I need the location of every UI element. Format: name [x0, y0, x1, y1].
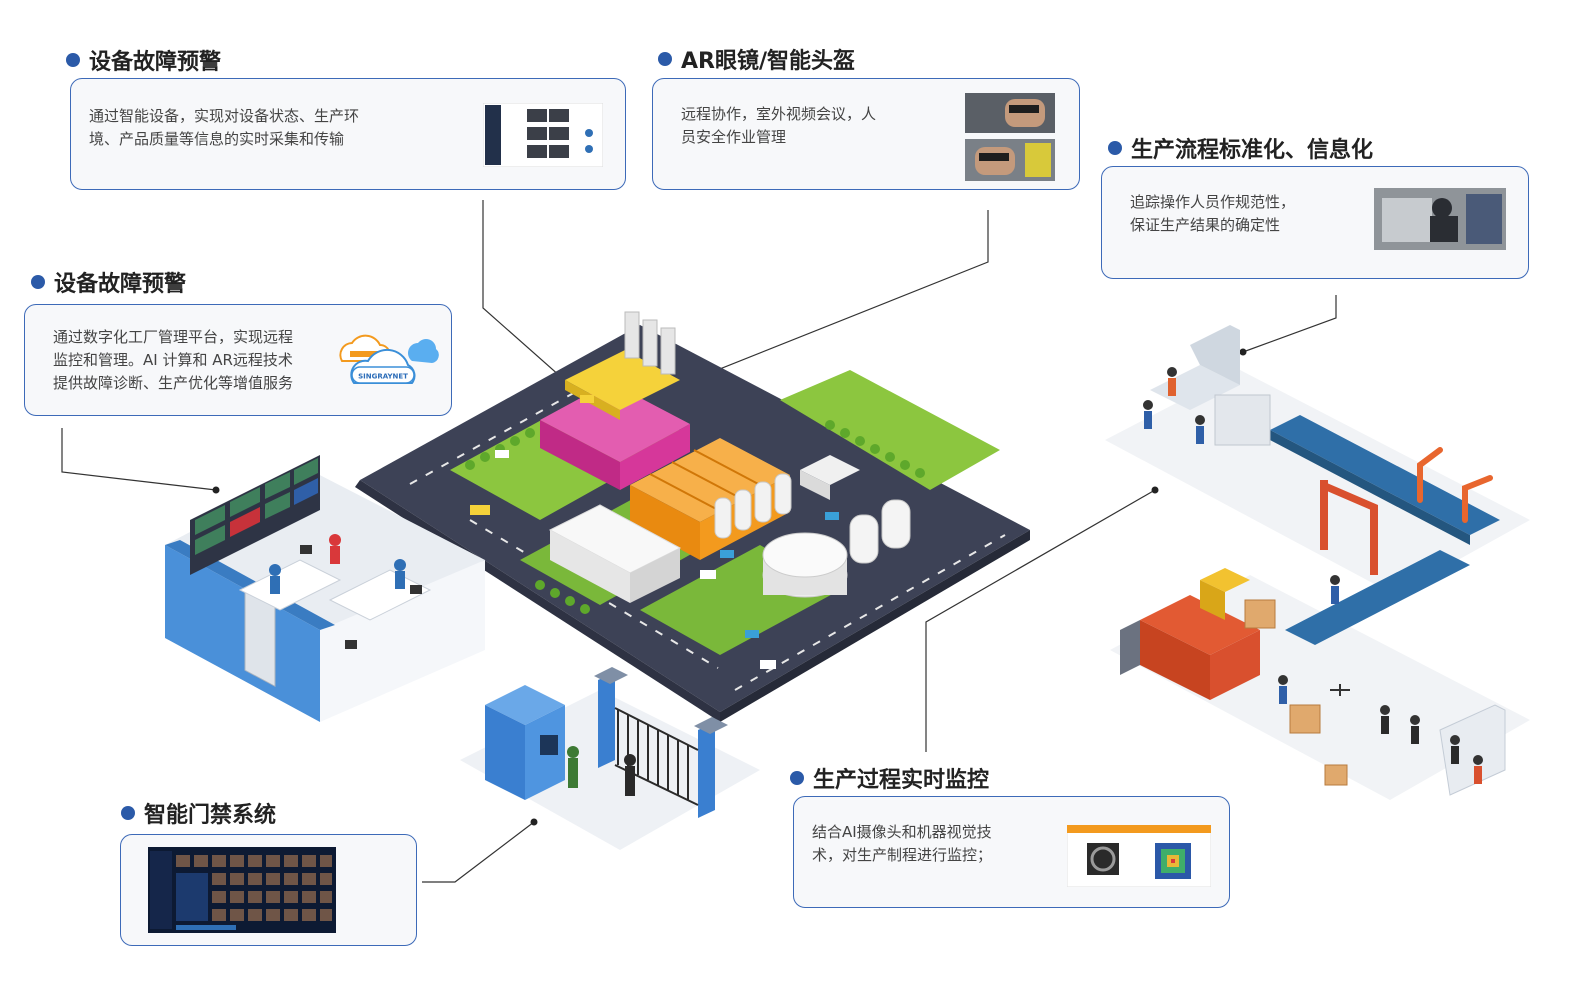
- machine-vision-screenshot: [1067, 825, 1211, 887]
- standardization-title: 生产流程标准化、信息化: [1108, 132, 1373, 164]
- fault-warning-top-card: 通过智能设备，实现对设备状态、生产环 境、产品质量等信息的实时采集和传输: [70, 78, 626, 190]
- fault-warning-left-card: 通过数字化工厂管理平台，实现远程 监控和管理。AI 计算和 AR远程技术 提供故…: [24, 304, 452, 416]
- cloud-icon: SINGRAYNET: [339, 334, 439, 384]
- fault-warning-left-desc: 通过数字化工厂管理平台，实现远程 监控和管理。AI 计算和 AR远程技术 提供故…: [53, 328, 294, 392]
- access-control-title: 智能门禁系统: [121, 797, 276, 829]
- face-recognition-screenshot: [148, 847, 336, 933]
- bullet-dot: [121, 806, 135, 820]
- bullet-dot: [31, 275, 45, 289]
- bullet-dot: [658, 52, 672, 66]
- process-monitor-card: 结合AI摄像头和机器视觉技 术，对生产制程进行监控；: [793, 796, 1230, 908]
- standardization-desc: 追踪操作人员作规范性， 保证生产结果的确定性: [1130, 193, 1296, 234]
- fault-warning-left-title: 设备故障预警: [31, 266, 186, 298]
- process-monitor-title: 生产过程实时监控: [790, 762, 989, 794]
- ar-headset-photo: [965, 93, 1055, 181]
- bullet-dot: [1108, 141, 1122, 155]
- fault-warning-top-title: 设备故障预警: [66, 44, 221, 76]
- ar-glasses-desc: 远程协作，室外视频会议，人 员安全作业管理: [681, 105, 877, 146]
- process-monitor-desc: 结合AI摄像头和机器视觉技 术，对生产制程进行监控；: [812, 823, 993, 864]
- bullet-dot: [790, 771, 804, 785]
- fault-warning-top-desc: 通过智能设备，实现对设备状态、生产环 境、产品质量等信息的实时采集和传输: [89, 107, 360, 148]
- dashboard-screenshot-thumbnail: [483, 103, 603, 167]
- ar-glasses-card: 远程协作，室外视频会议，人 员安全作业管理: [652, 78, 1080, 190]
- access-control-card: [120, 834, 417, 946]
- standardization-card: 追踪操作人员作规范性， 保证生产结果的确定性: [1101, 166, 1529, 279]
- operator-photo: [1374, 188, 1506, 250]
- cloud-label: SINGRAYNET: [358, 373, 408, 381]
- ar-glasses-title: AR眼镜/智能头盔: [658, 43, 855, 75]
- bullet-dot: [66, 53, 80, 67]
